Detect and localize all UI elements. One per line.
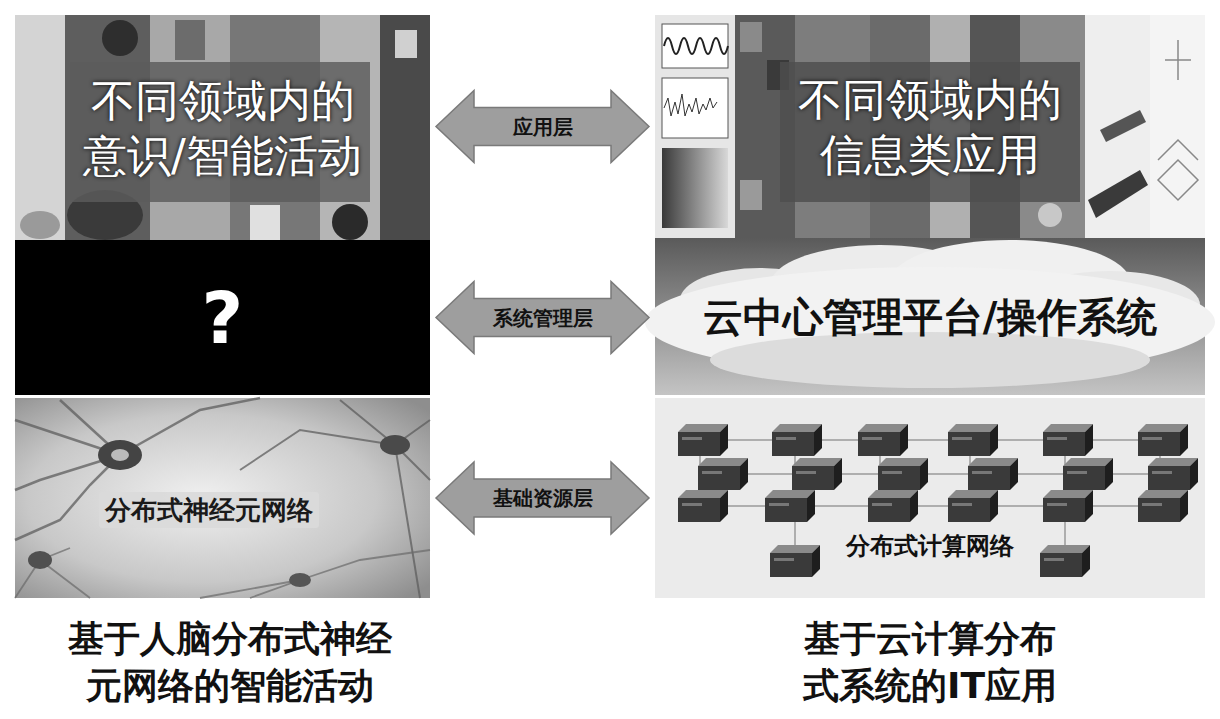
server-network-part [1138,490,1188,522]
screenshot-collage-right-part [1150,15,1205,238]
server-network-part [772,424,822,456]
photo-collage-left [15,15,430,240]
layer-label: 基础资源层 [493,485,593,512]
screenshot-collage-right-part [662,24,728,68]
panel-text: 分布式神经元网络 [99,492,319,529]
photo-collage-left-part [380,15,430,240]
screenshot-collage-right-part [664,94,717,116]
double-arrow [436,462,649,534]
server-network-part [1063,458,1113,490]
screenshot-collage-right [655,15,1205,238]
panel-text: 云中心管理平台/操作系统 [703,292,1158,342]
neuron-picture-part [380,435,410,455]
cloud-panel-part [655,238,1205,395]
column-caption: 基于云计算分布 式系统的IT应用 [775,616,1085,710]
screenshot-collage-right-part [740,22,762,52]
server-network-part [1148,458,1198,490]
panel-text: 不同领域内的 信息类应用 [780,72,1080,182]
server-network [655,398,1205,598]
server-network-part [678,490,728,522]
screenshot-collage-right-part [655,15,735,238]
screenshot-collage-right-part [1085,15,1150,238]
server-network-part [770,545,820,577]
neuron-panel: 分布式神经元网络 [15,398,430,598]
screenshot-collage-right-part [662,78,728,138]
neuron-picture-part [15,398,430,598]
server-network-part [792,458,842,490]
server-network-part [1043,424,1093,456]
photo-collage-left-part [15,15,65,240]
screenshot-collage-right-part [1100,110,1146,142]
cloud-panel-part [710,332,1150,388]
server-network-part [698,458,748,490]
photo-collage-left-part [332,204,368,240]
neuron-picture-part [28,551,52,569]
server-network-part [968,458,1018,490]
server-network-part [655,398,1205,598]
server-network-part [948,490,998,522]
neuron-picture-part [98,440,142,470]
server-network-part [948,424,998,456]
screenshot-collage-right-part [740,180,762,210]
layer-label: 应用层 [513,113,573,140]
black-panel-part [15,240,430,395]
server-network-part [1040,545,1090,577]
double-arrow [436,91,649,163]
panel-text: 分布式计算网络 [840,529,1020,563]
double-arrow [436,282,649,354]
computing-panel: 分布式计算网络 [655,398,1205,598]
neuron-picture-part [289,573,311,587]
server-network-part [878,458,928,490]
application-panel: 不同领域内的 信息类应用 [655,15,1205,238]
screenshot-collage-right-part [1088,170,1148,218]
server-network-part [868,490,918,522]
photo-collage-left-part [175,20,205,60]
photo-collage-left-part [15,15,430,240]
server-network-part [1043,490,1093,522]
photo-collage-left-part [395,30,417,58]
cloud-panel: 云中心管理平台/操作系统 [655,238,1205,395]
activity-panel: 不同领域内的 意识/智能活动 [15,15,430,240]
screenshot-collage-right-part [1038,203,1062,227]
layer-label: 系统管理层 [493,304,593,331]
screenshot-collage-right-part [655,15,1205,238]
screenshot-collage-right-part [664,38,728,54]
neuron-picture-part [111,449,129,461]
neuron-picture-part [15,548,430,598]
server-network-part [858,424,908,456]
black-panel [15,240,430,395]
server-network-part [765,490,815,522]
screenshot-collage-right-part [1158,40,1198,200]
photo-collage-left-part [250,205,280,240]
server-network-part [1138,424,1188,456]
photo-collage-left-part [102,20,138,56]
screenshot-collage-right-part [662,148,728,228]
photo-collage-left-part [20,211,60,239]
panel-text: 不同领域内的 意识/智能活动 [73,73,373,183]
column-caption: 基于人脑分布式神经 元网络的智能活动 [35,616,425,710]
server-network-part [678,424,728,456]
unknown-panel: ? [15,240,430,395]
neuron-picture [15,398,430,598]
screenshot-collage-right-part [780,62,1080,202]
cloud-panel [645,238,1215,395]
panel-text: ? [202,273,244,363]
